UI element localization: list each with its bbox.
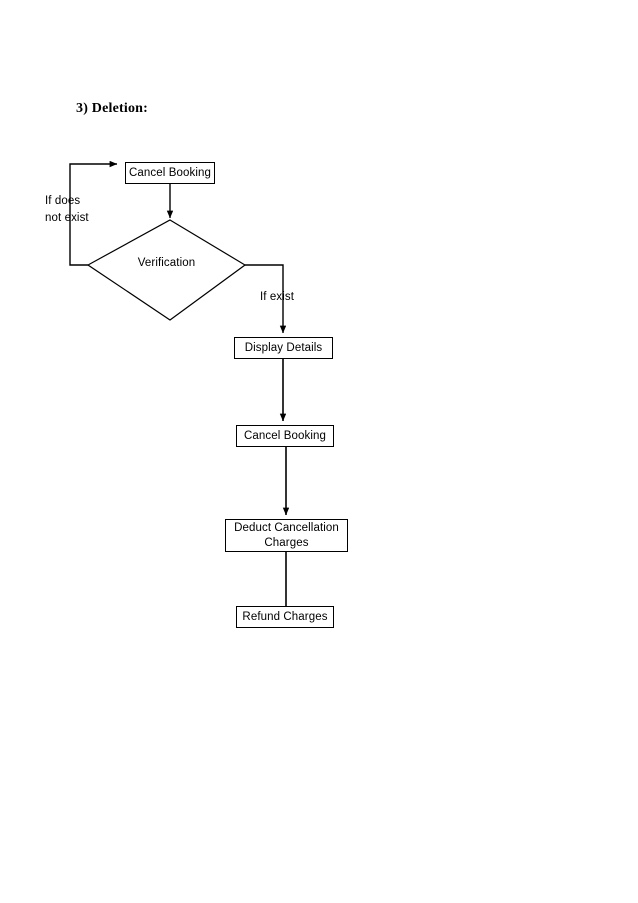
node-cancel-booking-main-label: Cancel Booking: [244, 429, 326, 442]
edge-label-if-exist: If exist: [260, 291, 295, 303]
node-deduct-cancellation-charges-label: Deduct Cancellation Charges: [234, 521, 339, 549]
edge-verification-to-cancel-booking-loop: [69, 160, 118, 266]
node-cancel-booking-top[interactable]: Cancel Booking: [125, 162, 215, 184]
node-display-details-label: Display Details: [244, 341, 323, 354]
edge-verification-to-display-details: [245, 264, 287, 334]
node-deduct-cancellation-charges[interactable]: Deduct Cancellation Charges: [225, 519, 348, 552]
verification-diamond-shape: [86, 219, 247, 321]
node-cancel-booking-main[interactable]: Cancel Booking: [236, 425, 334, 447]
page-title: 3) Deletion:: [76, 101, 148, 116]
node-verification[interactable]: Verification: [88, 220, 245, 320]
node-verification-label: Verification: [137, 257, 196, 269]
node-refund-charges[interactable]: Refund Charges: [236, 606, 334, 628]
node-refund-charges-label: Refund Charges: [242, 610, 328, 623]
node-cancel-booking-top-label: Cancel Booking: [129, 166, 211, 179]
node-display-details[interactable]: Display Details: [234, 337, 333, 359]
edge-label-if-does-not-exist: If does not exist: [45, 195, 89, 224]
